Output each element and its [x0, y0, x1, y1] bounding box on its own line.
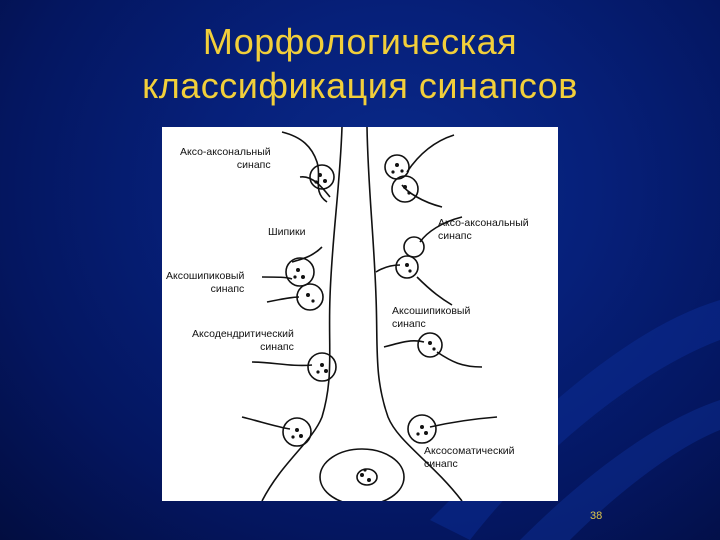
label-axosomatic: Аксосоматический синапс: [424, 445, 515, 470]
label-axo-axonal-left: Аксо-аксональный синапс: [180, 146, 271, 171]
title-line-2: классификация синапсов: [142, 65, 578, 106]
label-axospinous-right: Аксошипиковый синапс: [392, 305, 471, 330]
page-number: 38: [590, 510, 603, 522]
title-line-1: Морфологическая: [202, 21, 518, 62]
slide-title: Морфологическая классификация синапсов: [0, 20, 720, 108]
label-spines: Шипики: [268, 226, 306, 238]
label-axospinous-left: Аксошипиковый синапс: [166, 270, 245, 295]
label-axo-axonal-right: Аксо-аксональный синапс: [438, 217, 529, 242]
synapse-diagram: Аксо-аксональный синапс Шипики Аксо-аксо…: [162, 127, 558, 501]
label-axodendritic: Аксодендритический синапс: [192, 328, 294, 353]
neuron-illustration: [241, 127, 498, 501]
